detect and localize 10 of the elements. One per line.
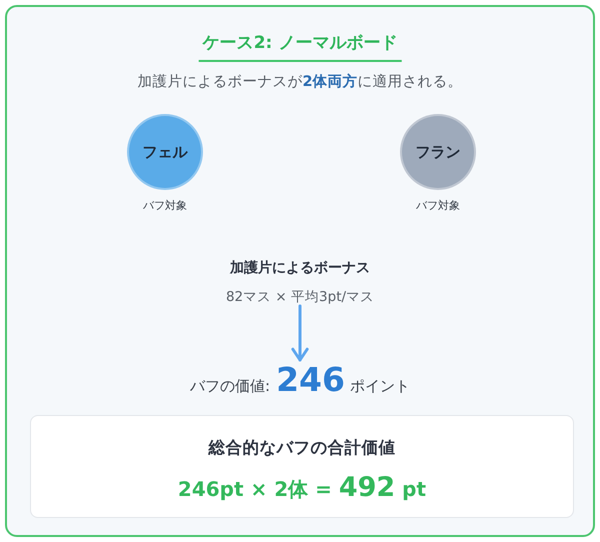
node-label: バフ対象: [416, 198, 460, 214]
result-box: [30, 415, 574, 518]
result-formula: 246pt × 2体 = 492 pt: [178, 471, 426, 505]
box-heading: 総合的なバフの合計価値: [208, 438, 396, 458]
node-label: バフ対象: [143, 198, 187, 214]
subtitle: 加護片によるボーナスが2体両方に適用される。: [137, 72, 463, 92]
heading: 加護片によるボーナス: [230, 259, 370, 278]
formula-text: 82マス × 平均3pt/マス: [226, 288, 374, 306]
title: ケース2: ノーマルボード: [198, 32, 402, 62]
arrow: [291, 304, 309, 362]
